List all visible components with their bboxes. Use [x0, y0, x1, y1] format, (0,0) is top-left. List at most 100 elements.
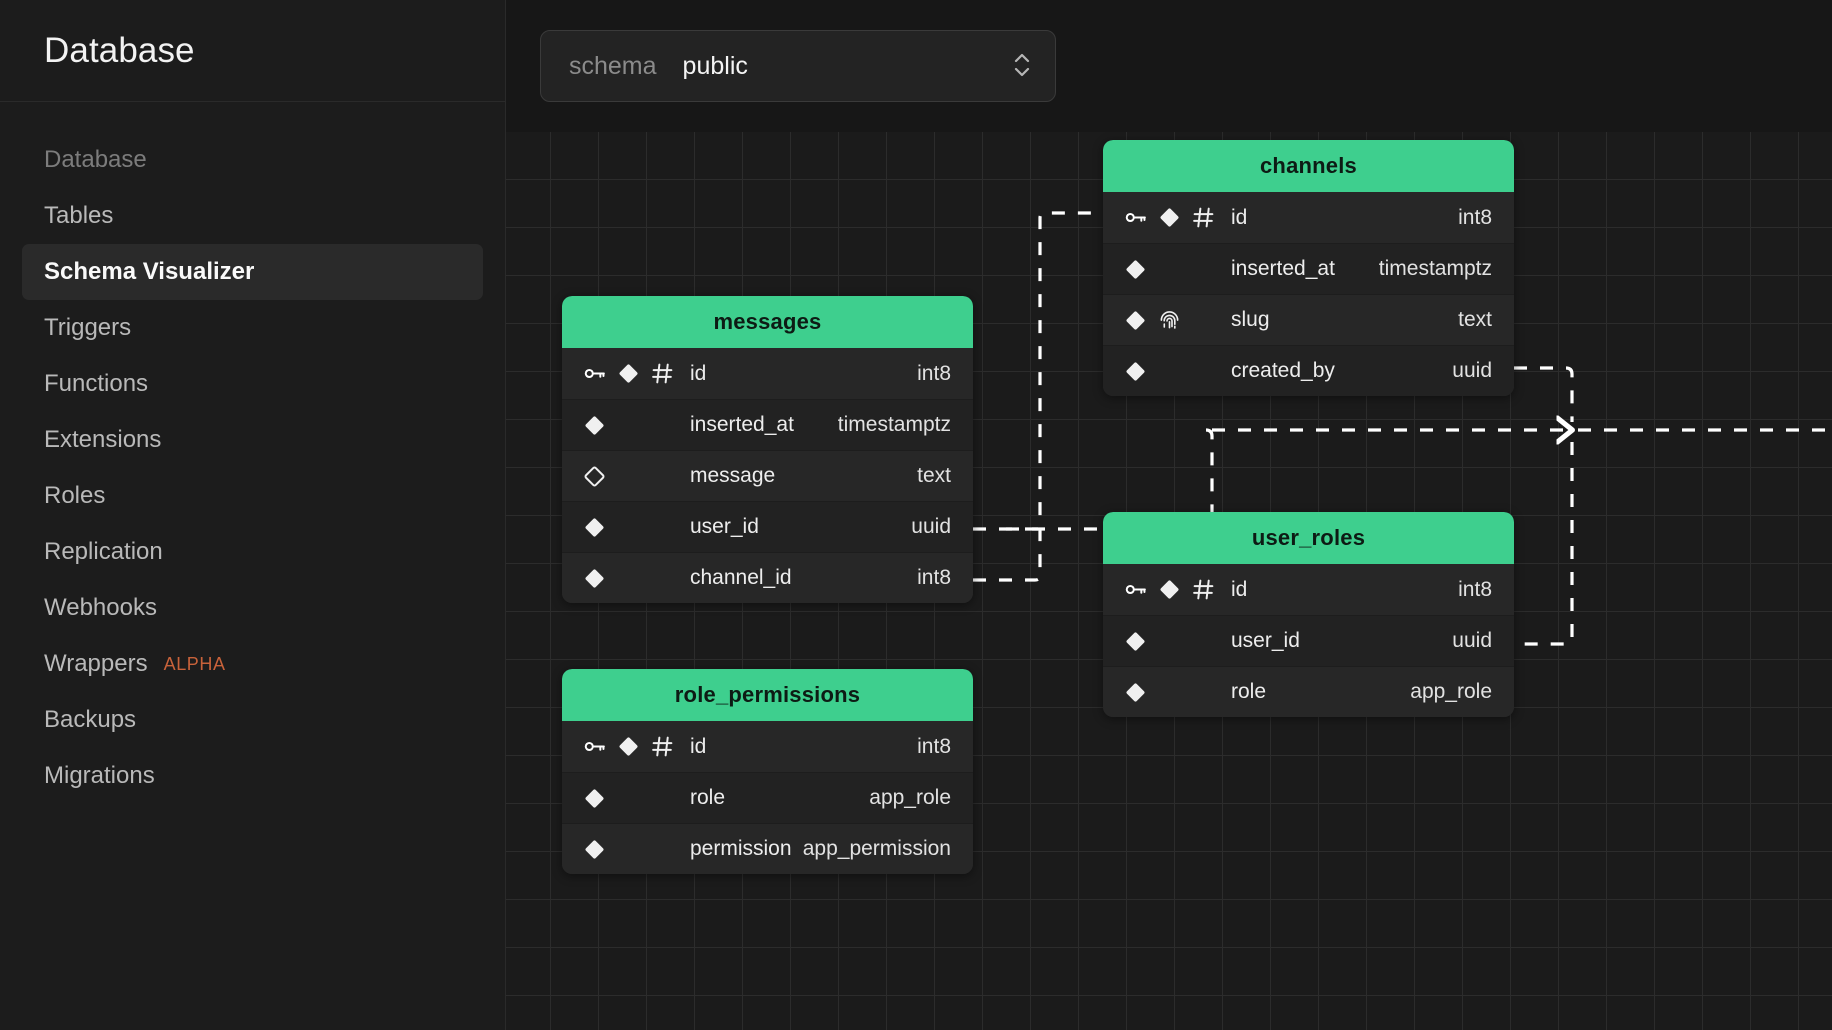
- sidebar-item-migrations[interactable]: Migrations: [22, 748, 483, 804]
- column-type: timestamptz: [1378, 257, 1492, 280]
- diamond-filled-icon: [582, 837, 607, 862]
- sidebar-item-roles[interactable]: Roles: [22, 468, 483, 524]
- key-icon: [582, 734, 607, 759]
- column-type: app_role: [1410, 680, 1492, 703]
- table-node-header[interactable]: channels: [1103, 140, 1514, 192]
- column-name: user_id: [690, 515, 759, 538]
- sidebar-header: Database: [0, 0, 505, 102]
- column-name: id: [1231, 205, 1248, 229]
- sidebar-item-tables[interactable]: Tables: [22, 188, 483, 244]
- column-type: app_role: [869, 786, 951, 809]
- column-icons: [1123, 257, 1231, 282]
- table-node-channels[interactable]: channels id int8 inserted_at timestamptz slug…: [1103, 140, 1514, 396]
- page-title: Database: [44, 30, 195, 70]
- diamond-filled-icon: [1123, 359, 1148, 384]
- sidebar-item-backups[interactable]: Backups: [22, 692, 483, 748]
- schema-canvas[interactable]: messages id int8 inserted_at timestamptz mess…: [506, 132, 1832, 1030]
- key-icon: [1123, 205, 1148, 230]
- schema-select-value: public: [682, 51, 748, 80]
- column-name: id: [1231, 577, 1248, 601]
- sidebar-item-label: Schema Visualizer: [44, 258, 255, 285]
- table-column-row[interactable]: id int8: [1103, 192, 1514, 243]
- table-column-row[interactable]: message text: [562, 450, 973, 501]
- table-node-title: user_roles: [1251, 525, 1366, 550]
- column-name: created_by: [1231, 359, 1335, 382]
- column-type: int8: [1458, 205, 1492, 229]
- diamond-filled-icon: [616, 361, 641, 386]
- column-name: channel_id: [690, 566, 792, 589]
- sidebar-item-functions[interactable]: Functions: [22, 356, 483, 412]
- column-icons: [582, 786, 690, 811]
- table-node-header[interactable]: messages: [562, 296, 973, 348]
- hash-icon: [650, 734, 675, 759]
- column-icons: [1123, 308, 1231, 333]
- column-name: user_id: [1231, 629, 1300, 652]
- sidebar-item-badge: ALPHA: [163, 653, 226, 674]
- sidebar-item-extensions[interactable]: Extensions: [22, 412, 483, 468]
- table-column-row[interactable]: inserted_at timestamptz: [1103, 243, 1514, 294]
- chevron-up-down-icon: [1011, 49, 1033, 83]
- toolbar: schema public: [506, 0, 1832, 132]
- column-icons: [582, 734, 690, 759]
- column-type: app_permission: [802, 837, 951, 860]
- column-type: uuid: [1452, 359, 1492, 382]
- sidebar-item-label: Wrappers: [44, 650, 148, 677]
- sidebar-item-webhooks[interactable]: Webhooks: [22, 580, 483, 636]
- column-name: message: [690, 464, 776, 487]
- key-icon: [1123, 577, 1148, 602]
- hash-icon: [1191, 205, 1216, 230]
- column-icons: [582, 566, 690, 591]
- column-icons: [582, 464, 690, 489]
- column-icons: [1123, 359, 1231, 384]
- column-icons: [1123, 680, 1231, 705]
- hash-icon: [650, 361, 675, 386]
- sidebar-item-schema-visualizer[interactable]: Schema Visualizer: [22, 244, 483, 300]
- column-name: slug: [1231, 308, 1270, 331]
- schema-select[interactable]: schema public: [540, 30, 1056, 102]
- main-area: schema public: [506, 0, 1832, 1030]
- column-type: text: [917, 464, 951, 487]
- table-node-header[interactable]: role_permissions: [562, 669, 973, 721]
- sidebar-item-label: Functions: [44, 370, 149, 397]
- table-node-header[interactable]: user_roles: [1103, 512, 1514, 564]
- sidebar-item-replication[interactable]: Replication: [22, 524, 483, 580]
- schema-select-label: schema: [569, 51, 657, 80]
- column-name: id: [690, 361, 707, 385]
- sidebar-item-wrappers[interactable]: Wrappers ALPHA: [22, 636, 483, 692]
- sidebar-item-triggers[interactable]: Triggers: [22, 300, 483, 356]
- column-name: inserted_at: [1231, 257, 1335, 280]
- column-icons: [582, 515, 690, 540]
- column-icons: [582, 837, 690, 862]
- sidebar-item-label: Database: [44, 146, 147, 173]
- table-column-row[interactable]: created_by uuid: [1103, 345, 1514, 396]
- column-name: inserted_at: [690, 413, 794, 436]
- column-type: int8: [917, 734, 951, 758]
- sidebar-item-database[interactable]: Database: [22, 132, 483, 188]
- relationship-edges: [973, 211, 1832, 646]
- key-icon: [582, 361, 607, 386]
- sidebar-item-label: Extensions: [44, 426, 162, 453]
- diamond-filled-icon: [582, 566, 607, 591]
- table-column-row[interactable]: user_id uuid: [562, 501, 973, 552]
- diamond-filled-icon: [582, 515, 607, 540]
- diamond-filled-icon: [1123, 680, 1148, 705]
- column-type: uuid: [911, 515, 951, 538]
